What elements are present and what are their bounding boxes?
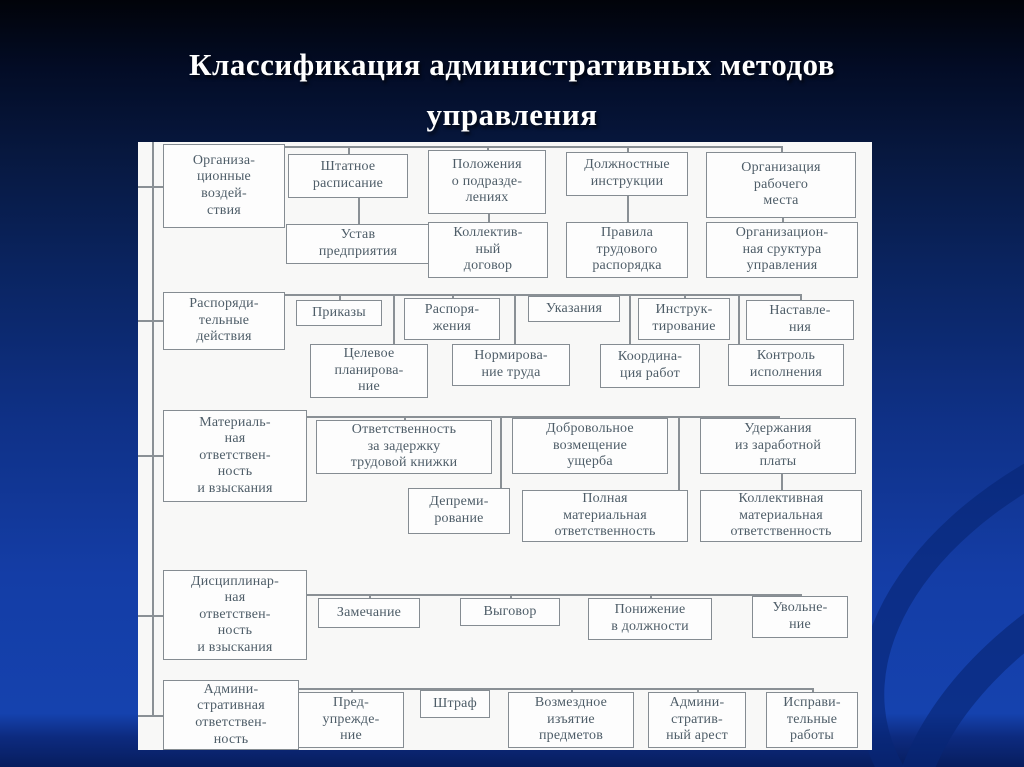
box-subdivision-regulations: Положения о подразде- лениях (428, 150, 546, 214)
box-collective-agreement: Коллектив- ный договор (428, 222, 548, 278)
box-directives: Распоря- жения (404, 298, 500, 340)
connector (138, 615, 163, 617)
box-workbook-delay-liability: Ответственность за задержку трудовой кни… (316, 420, 492, 474)
connector (627, 146, 629, 156)
connector (152, 142, 154, 717)
diagram-panel: Организа- ционные воздей- ствия Штатное … (138, 142, 872, 750)
slide-title: Классификация административных методов у… (189, 47, 835, 133)
connector (571, 688, 573, 694)
connector (629, 294, 631, 346)
box-workplace-organization: Организация рабочего места (706, 152, 856, 218)
box-labor-rules: Правила трудового распорядка (566, 222, 688, 278)
connector (138, 320, 163, 322)
box-bonus-deprivation: Депреми- рование (408, 488, 510, 534)
connector (500, 416, 502, 490)
connector (678, 416, 680, 492)
connector (650, 594, 652, 600)
connector (307, 594, 800, 596)
box-warning: Пред- упрежде- ние (298, 692, 404, 748)
connector (393, 294, 395, 346)
connector (488, 212, 490, 224)
box-correctional-labor: Исправи- тельные работы (766, 692, 858, 748)
box-enterprise-charter: Устав предприятия (286, 224, 430, 264)
category-material-liability: Материаль- ная ответствен- ность и взыск… (163, 410, 307, 502)
category-organizational-actions: Организа- ционные воздей- ствия (163, 144, 285, 228)
box-labor-rationing: Нормирова- ние труда (452, 344, 570, 386)
box-collective-material-liability: Коллективная материальная ответственност… (700, 490, 862, 542)
connector (351, 688, 353, 694)
box-instructing: Инструк- тирование (638, 298, 730, 340)
box-work-coordination: Координа- ция работ (600, 344, 700, 388)
connector (812, 688, 814, 694)
connector (299, 688, 812, 690)
category-disciplinary-liability: Дисциплинар- ная ответствен- ность и взы… (163, 570, 307, 660)
box-demotion: Понижение в должности (588, 598, 712, 640)
box-execution-control: Контроль исполнения (728, 344, 844, 386)
box-reprimand: Выговор (460, 598, 560, 626)
connector (781, 146, 783, 156)
connector (404, 416, 406, 422)
box-mentoring: Наставле- ния (746, 300, 854, 340)
connector (782, 216, 784, 224)
box-org-structure: Организацион- ная сруктура управления (706, 222, 858, 278)
box-target-planning: Целевое планирова- ние (310, 344, 428, 398)
connector (369, 594, 371, 600)
connector (738, 294, 740, 346)
connector (138, 186, 163, 188)
box-job-instructions: Должностные инструкции (566, 152, 688, 196)
box-salary-deductions: Удержания из заработной платы (700, 418, 856, 474)
connector (285, 294, 800, 296)
category-directive-actions: Распоряди- тельные действия (163, 292, 285, 350)
connector (307, 416, 778, 418)
box-orders: Приказы (296, 300, 382, 326)
box-compensated-seizure: Возмездное изъятие предметов (508, 692, 634, 748)
connector (627, 196, 629, 224)
connector (339, 294, 341, 302)
connector (697, 688, 699, 694)
box-directions: Указания (528, 296, 620, 322)
category-administrative-liability: Админи- стративная ответствен- ность (163, 680, 299, 750)
box-administrative-arrest: Админи- стратив- ный арест (648, 692, 746, 748)
connector (138, 455, 163, 457)
box-staff-schedule: Штатное расписание (288, 154, 408, 198)
box-fine: Штраф (420, 690, 490, 718)
connector (285, 146, 781, 148)
box-remark: Замечание (318, 598, 420, 628)
connector (348, 146, 350, 156)
box-voluntary-compensation: Добровольное возмещение ущерба (512, 418, 668, 474)
connector (781, 472, 783, 492)
connector (514, 294, 516, 346)
connector (800, 294, 802, 302)
connector (358, 198, 360, 226)
box-full-material-liability: Полная материальная ответственность (522, 490, 688, 542)
box-dismissal: Увольне- ние (752, 596, 848, 638)
connector (510, 594, 512, 600)
connector (138, 715, 163, 717)
